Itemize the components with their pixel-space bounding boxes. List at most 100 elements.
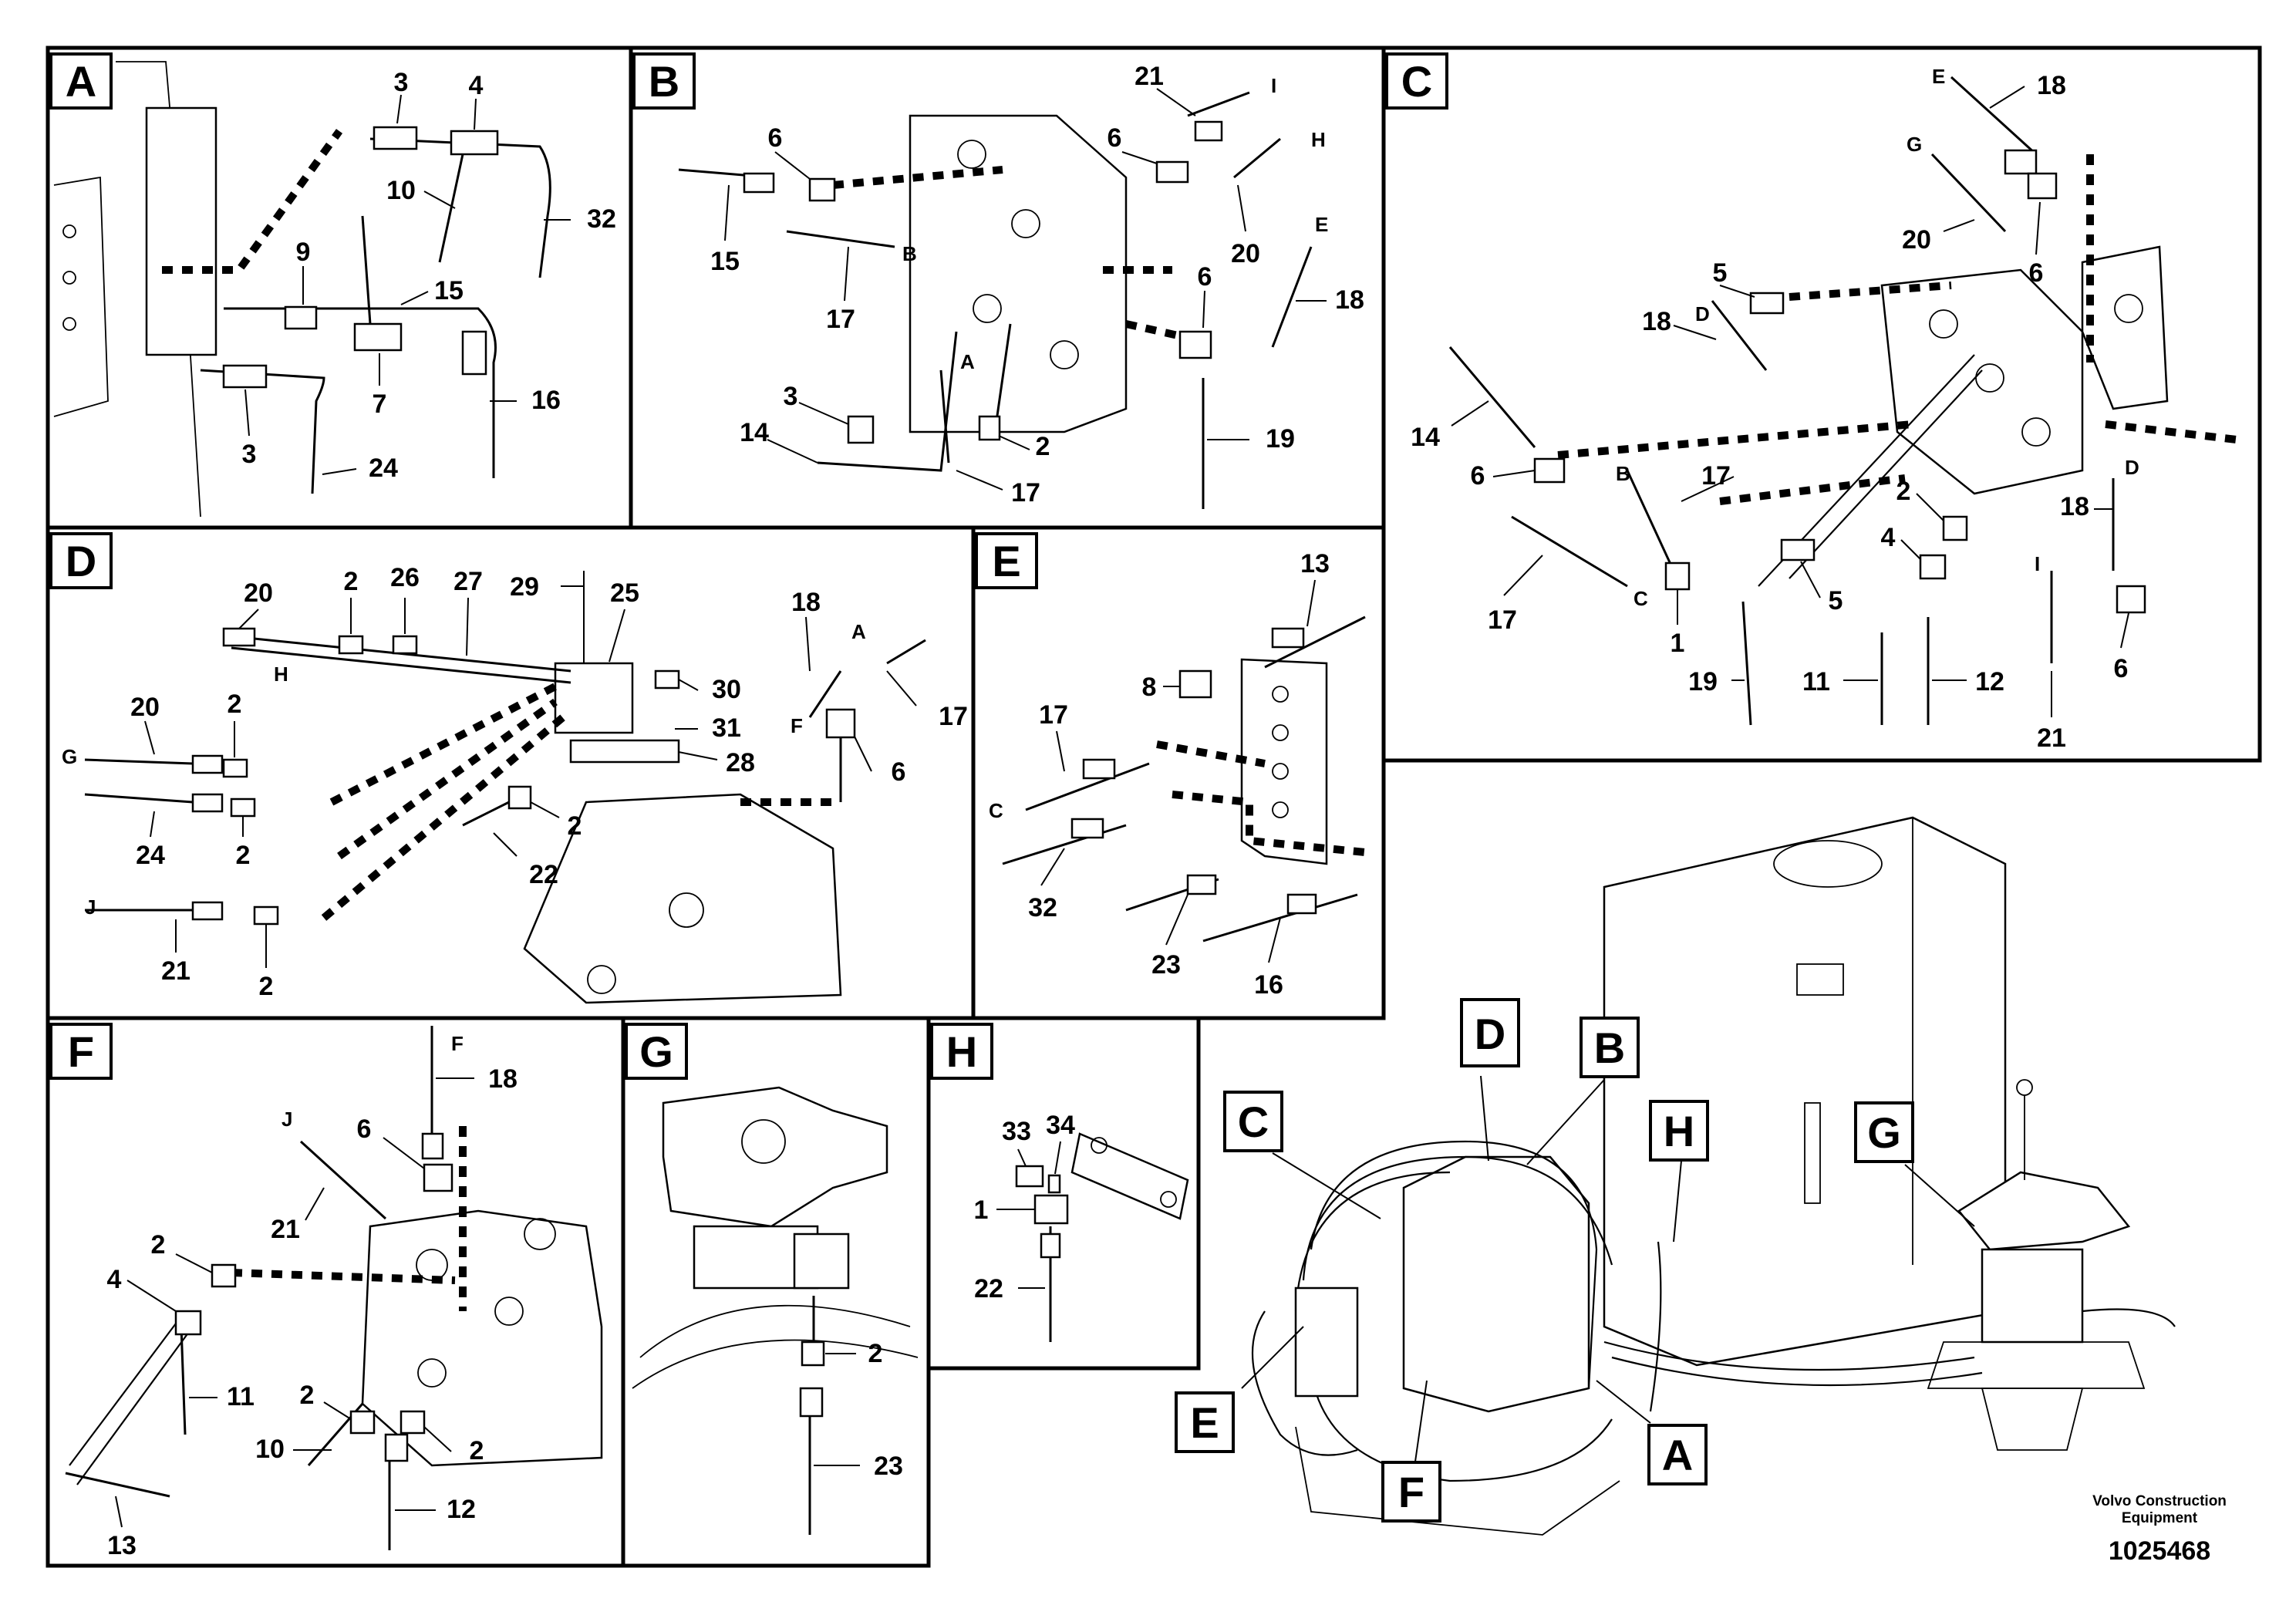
leader-line	[423, 1426, 452, 1452]
dashed-link	[337, 698, 558, 860]
dashed-link	[162, 129, 343, 274]
tee-fitting-4	[450, 130, 499, 156]
hose-tag: E	[1932, 65, 1945, 88]
leader-line	[678, 679, 699, 691]
fitting-2c	[400, 1410, 426, 1435]
callout: 11	[1802, 667, 1830, 696]
leader-line	[2120, 612, 2129, 649]
callout: 18	[1335, 285, 1364, 315]
panel-d-letter: D	[66, 537, 96, 585]
fitting-2	[1942, 515, 1968, 541]
fitting-16	[1286, 893, 1317, 915]
hose-line	[1187, 91, 1250, 117]
leader-line	[1306, 579, 1316, 627]
port-icon	[2114, 294, 2143, 323]
callout: 11	[227, 1382, 255, 1411]
leader-line	[1943, 219, 1975, 232]
callout: 13	[107, 1531, 137, 1560]
plate-block	[53, 176, 109, 417]
hose-end-22	[1040, 1233, 1061, 1259]
bolt-icon	[62, 224, 76, 238]
callout: 23	[874, 1452, 903, 1481]
hose-line	[84, 793, 194, 804]
callout: 25	[610, 578, 639, 608]
port-icon	[587, 965, 616, 994]
callout: 21	[1135, 62, 1164, 91]
hose-bundle	[1649, 1241, 1662, 1412]
callout: 7	[373, 389, 387, 419]
callout: 32	[1028, 893, 1057, 922]
callout: 12	[1975, 667, 2004, 696]
leader-line	[238, 609, 259, 629]
port-icon	[1272, 724, 1289, 741]
callout: 15	[710, 247, 740, 276]
callout: 2	[228, 690, 242, 719]
hose-line	[786, 230, 895, 248]
leader-line	[1673, 1160, 1682, 1243]
panel-d-letter-box	[49, 532, 113, 589]
fitting-26	[392, 635, 418, 655]
hose-bundle	[1294, 1171, 1451, 1312]
dashed-link	[329, 683, 558, 806]
dashed-link	[1789, 282, 1952, 301]
leader-line	[1719, 285, 1755, 298]
brand-line-2: Equipment	[2122, 1510, 2198, 1526]
hose-tag: F	[451, 1032, 464, 1055]
elbow-8	[1178, 669, 1212, 699]
leader-line	[1156, 88, 1196, 116]
callout: 6	[1471, 461, 1485, 491]
swing-motor-body	[1981, 1248, 2084, 1344]
hose-line	[1741, 601, 1752, 726]
callout: 29	[510, 572, 539, 602]
callout: 17	[1011, 478, 1040, 508]
fitting-21	[1194, 120, 1223, 142]
pipe-line	[231, 646, 571, 684]
fitting-17	[1082, 758, 1116, 780]
callout: 3	[242, 440, 257, 469]
callout: 27	[453, 567, 483, 596]
panel-a-letter-box	[49, 52, 113, 110]
leader-line	[1800, 561, 1821, 599]
panel-h: H 33 34 1 22	[926, 1016, 1201, 1371]
panel-g-letter-box	[625, 1023, 688, 1080]
callout: 24	[136, 841, 165, 870]
hose-line	[1002, 824, 1127, 865]
leader-line	[1673, 325, 1717, 340]
valve-section	[2081, 245, 2169, 410]
bolt-icon	[62, 271, 76, 285]
hose-tag: G	[62, 745, 77, 768]
panel-e-letter: E	[992, 537, 1020, 585]
hose-line	[1511, 515, 1628, 588]
swing-motor-head	[662, 1086, 888, 1228]
fitting-13	[1271, 627, 1305, 649]
callout: 18	[791, 588, 821, 617]
main-control-valve	[1402, 1155, 1590, 1413]
callout: 5	[1829, 586, 1843, 615]
callout: 22	[529, 860, 558, 889]
callout: 20	[1902, 225, 1931, 255]
leader-line	[998, 435, 1030, 450]
callout: 6	[357, 1114, 372, 1144]
callout: 16	[1254, 970, 1283, 1000]
hose-tag: D	[2125, 456, 2139, 479]
leader-line	[956, 470, 1003, 491]
control-valve	[1880, 268, 2084, 495]
leader-line	[1900, 539, 1921, 560]
hose-line	[462, 801, 510, 827]
callout: 1	[1671, 629, 1685, 658]
port-icon	[669, 892, 704, 928]
leader-line	[305, 1187, 325, 1221]
leader-line	[774, 151, 811, 180]
port-icon	[1929, 309, 1958, 339]
control-valve	[909, 114, 1128, 433]
leader-line	[175, 1253, 213, 1273]
port-icon	[1272, 686, 1289, 703]
bolt-icon	[62, 317, 76, 331]
dashed-link	[2105, 420, 2237, 443]
fitting-9	[284, 305, 318, 330]
leader-line	[1272, 1152, 1381, 1219]
hose-line	[69, 1310, 186, 1466]
locator-e	[1175, 1391, 1235, 1453]
fitting-23	[1186, 874, 1217, 895]
panel-c: C	[1381, 46, 2262, 763]
